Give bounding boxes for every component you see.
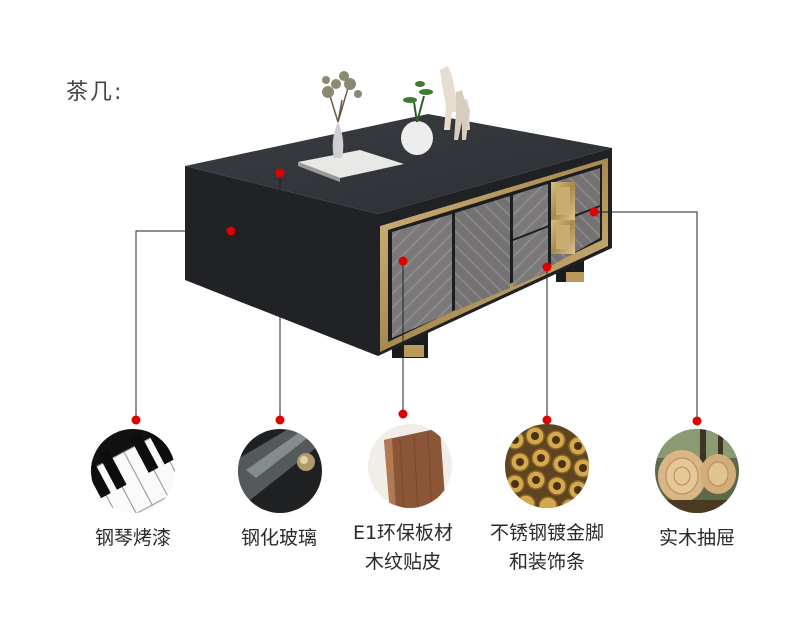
marker-dot — [542, 262, 552, 272]
marker-dot — [398, 256, 408, 266]
marker-dot — [542, 415, 552, 425]
material-label-line: 木纹贴皮 — [364, 551, 441, 573]
marker-dot — [226, 226, 236, 236]
tempered-glass-icon — [238, 429, 322, 513]
material-label-piano-lacquer: 钢琴烤漆 — [53, 524, 213, 553]
coffee-table — [185, 66, 612, 358]
marker-dot — [589, 207, 599, 217]
vase-tall — [332, 122, 344, 158]
marker-dot — [131, 415, 141, 425]
table-leg-gold-base — [404, 345, 424, 357]
book — [298, 150, 404, 178]
material-label-solid-wood-drawer: 实木抽屉 — [617, 524, 777, 553]
wood-logs-icon — [655, 429, 739, 513]
veneer-panel-2 — [455, 196, 510, 311]
marker-dot — [398, 409, 408, 419]
drawer-panel-1 — [513, 184, 548, 287]
material-label-line: 钢琴烤漆 — [94, 527, 171, 549]
material-label-line: E1环保板材 — [352, 522, 454, 544]
horse-statues — [440, 66, 470, 140]
material-label-tempered-glass: 钢化玻璃 — [199, 524, 359, 553]
material-label-line: 不锈钢镀金脚 — [489, 522, 604, 544]
page-title: 茶几: — [66, 80, 124, 105]
material-label-line: 实木抽屉 — [658, 527, 735, 549]
table-left-side — [185, 166, 378, 356]
material-label-line: 和装饰条 — [508, 551, 585, 573]
veneer-panel-1 — [392, 214, 452, 338]
marker-dots — [131, 168, 702, 426]
marker-dot — [275, 415, 285, 425]
marker-dot — [275, 168, 285, 178]
gold-tubes-icon — [505, 424, 589, 508]
material-label-line: 钢化玻璃 — [240, 527, 317, 549]
marker-dot — [692, 416, 702, 426]
material-label-e1-board: E1环保板材 木纹贴皮 — [323, 519, 483, 577]
material-label-stainless-gold: 不锈钢镀金脚 和装饰条 — [467, 519, 627, 577]
leader-lines — [135, 173, 698, 421]
wood-veneer-icon — [368, 424, 452, 508]
vase-round — [401, 121, 433, 155]
